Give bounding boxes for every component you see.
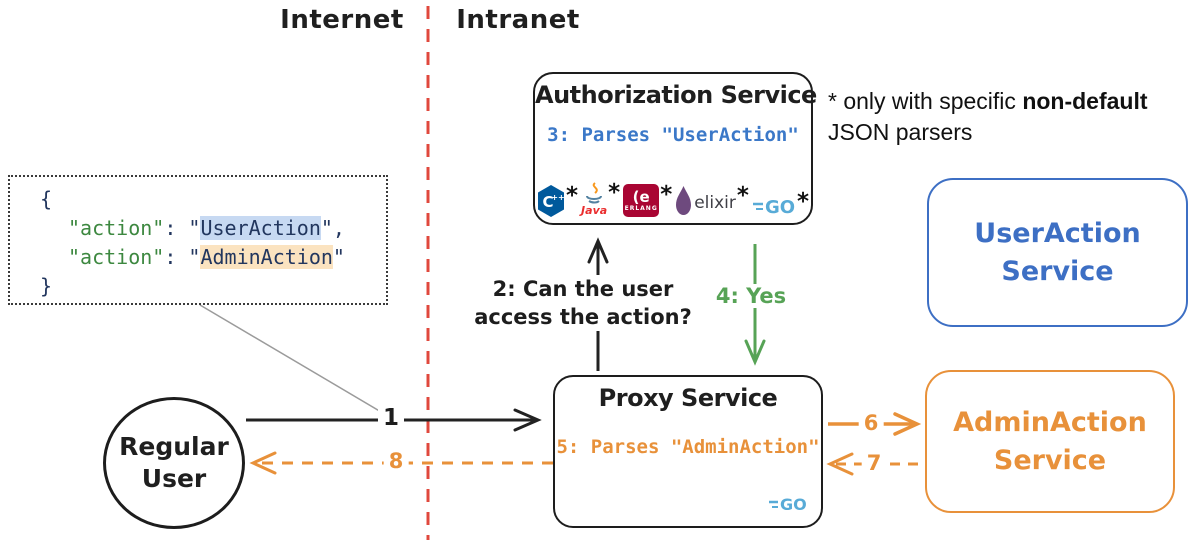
proxy-parse-step: 5: Parses "AdminAction" — [556, 436, 820, 458]
adminaction-service-node: AdminAction Service — [925, 370, 1175, 513]
elixir-drop-icon — [676, 186, 692, 215]
go-gopher-icon: GO — [752, 197, 795, 217]
edge-label-2: 2: Can the user access the action? — [469, 275, 697, 331]
useraction-service-node: UserAction Service — [927, 178, 1188, 327]
footnote-text-line2: JSON parsers — [828, 119, 973, 145]
arrow-1-head — [513, 408, 542, 432]
json-pointer-line — [199, 304, 389, 417]
erlang-chip: (e ERLANG — [623, 184, 660, 217]
useraction-highlight: UserAction — [200, 216, 321, 240]
intranet-zone-label: Intranet — [456, 5, 580, 35]
edge-label-7: 7 — [861, 451, 887, 475]
useraction-service-label-line1: UserAction — [974, 217, 1141, 249]
internet-zone-label: Internet — [280, 5, 404, 35]
erlang-asterisk: * — [660, 182, 673, 208]
json-row-adminaction: "action": "AdminAction" — [68, 245, 345, 269]
cpp-hexagon-icon: C ++ — [538, 185, 565, 217]
edge-label-4: 4: Yes — [710, 284, 792, 308]
regular-user-label-line2: User — [141, 464, 207, 493]
arrow-4-head — [744, 339, 766, 366]
arrow-6-head — [893, 412, 922, 436]
arrow-7-head — [826, 452, 854, 476]
go-gopher-icon: GO — [769, 495, 807, 514]
edge-label-1: 1 — [377, 405, 405, 431]
auth-parse-step: 3: Parses "UserAction" — [547, 124, 799, 146]
cpp-logo: C ++ * — [537, 185, 578, 217]
proxy-service-title: Proxy Service — [598, 384, 778, 412]
go-asterisk: * — [796, 189, 809, 215]
json-brace-open: { — [40, 187, 53, 211]
edge-label-2-line2: access the action? — [474, 305, 692, 329]
elixir-logo: elixir * — [675, 185, 749, 217]
erlang-label: ERLANG — [624, 205, 658, 212]
json-row-useraction: "action": "UserAction", — [68, 216, 345, 240]
java-cup-icon — [586, 182, 603, 204]
edge-label-6: 6 — [858, 411, 884, 435]
java-label: Java — [581, 204, 608, 217]
erlang-logo: (e ERLANG * — [623, 184, 672, 217]
regular-user-label-line1: Regular — [119, 432, 229, 461]
authorization-service-node: Authorization Service 3: Parses "UserAct… — [533, 72, 817, 225]
elixir-asterisk: * — [736, 183, 749, 209]
footnote-text-prefix: * only with specific — [828, 88, 1023, 114]
proxy-service-node: Proxy Service 5: Parses "AdminAction" GO — [553, 375, 823, 528]
parser-footnote: * only with specific non-default JSON pa… — [828, 86, 1178, 148]
adminaction-highlight: AdminAction — [200, 245, 333, 269]
authorization-service-title: Authorization Service — [535, 81, 817, 109]
erlang-glyph: (e — [632, 188, 650, 206]
cpp-asterisk: * — [566, 183, 579, 209]
svg-text:GO: GO — [765, 197, 795, 217]
elixir-label: elixir — [694, 193, 736, 213]
svg-text:++: ++ — [551, 193, 564, 202]
svg-text:GO: GO — [780, 495, 807, 514]
java-asterisk: * — [608, 180, 621, 206]
json-request-snippet: { "action": "UserAction", "action": "Adm… — [8, 175, 388, 305]
edge-label-8: 8 — [383, 449, 409, 473]
regular-user-node: Regular User — [103, 397, 245, 529]
svg-text:C: C — [543, 193, 554, 211]
footnote-text-bold: non-default — [1022, 88, 1148, 114]
useraction-service-label-line2: Service — [1001, 255, 1114, 287]
json-brace-close: } — [40, 274, 53, 298]
edge-label-2-line1: 2: Can the user — [492, 277, 674, 301]
arrow-8-head — [249, 451, 277, 475]
parser-logos-row: C ++ * Java * ( — [535, 182, 811, 217]
go-logo: GO * — [752, 191, 809, 217]
adminaction-service-label-line2: Service — [993, 444, 1107, 476]
arrow-2-head — [587, 237, 609, 264]
adminaction-service-label-line1: AdminAction — [953, 406, 1147, 438]
proxy-go-logo: GO — [769, 492, 809, 518]
java-logo: Java * — [581, 180, 621, 218]
